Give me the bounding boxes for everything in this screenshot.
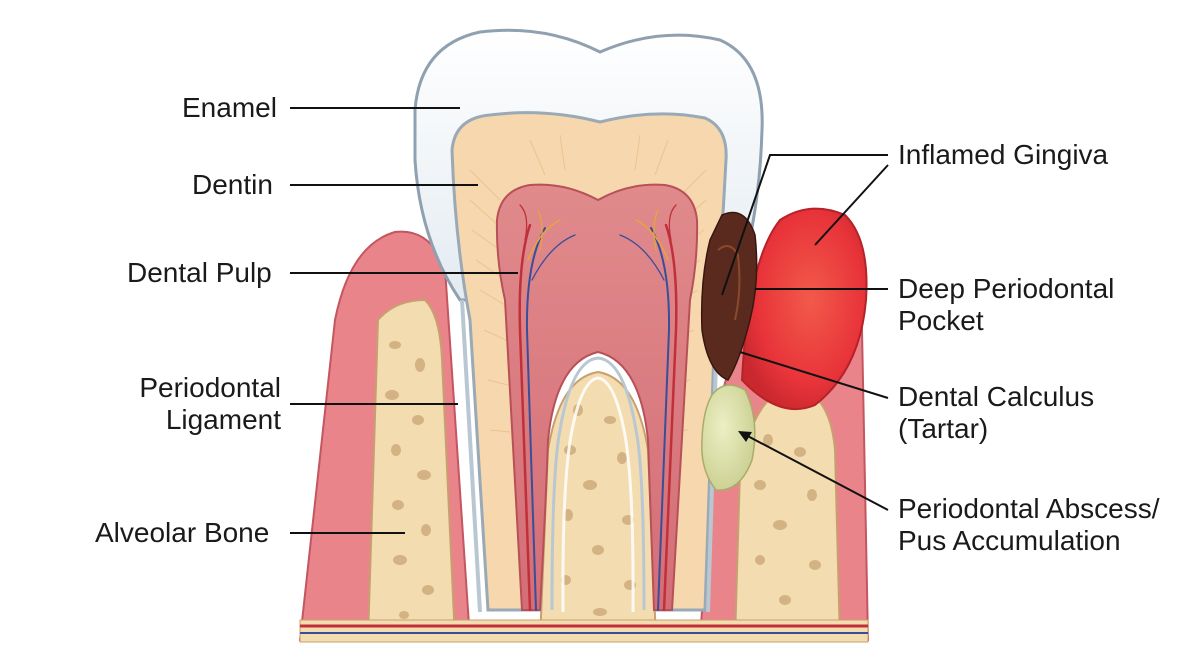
label-dental-calculus-line1: Dental Calculus [898, 381, 1095, 412]
label-inflamed-gingiva-text: Inflamed Gingiva [898, 139, 1109, 170]
bone-pores [385, 341, 821, 619]
leader-lines-right [721, 154, 889, 511]
periodontal-ligament-shape [460, 299, 482, 613]
label-dentin: Dentin [192, 169, 273, 201]
alveolar-bone-left [366, 298, 457, 641]
label-periodontal-ligament-line1: Periodontal [139, 372, 281, 403]
label-dentin-text: Dentin [192, 169, 273, 200]
label-dental-calculus: Dental Calculus (Tartar) [898, 381, 1094, 445]
inflamed-gingiva-shape [740, 207, 868, 411]
leader-dental-calculus [739, 351, 889, 399]
alveolar-bone-center [538, 370, 658, 641]
label-alveolar-bone: Alveolar Bone [95, 517, 269, 549]
label-deep-pocket-line1: Deep Periodontal [898, 273, 1115, 304]
label-periodontal-ligament-line2: Ligament [165, 404, 281, 435]
label-periodontal-ligament: Periodontal Ligament [128, 372, 281, 436]
base-band [299, 619, 869, 643]
ligament-inner-arch [550, 356, 646, 611]
deep-periodontal-pocket-shape [700, 211, 758, 381]
label-inflamed-gingiva: Inflamed Gingiva [898, 139, 1108, 171]
label-deep-periodontal-pocket: Deep Periodontal Pocket [898, 273, 1114, 337]
label-periodontal-abscess: Periodontal Abscess/ Pus Accumulation [898, 493, 1160, 557]
dental-pulp-shape [495, 183, 699, 611]
leader-abscess [741, 432, 889, 511]
label-abscess-line1: Periodontal Abscess/ [898, 493, 1160, 524]
label-enamel: Enamel [182, 92, 277, 124]
leader-abscess-arrowhead [738, 431, 752, 442]
root-inner-arch [561, 376, 635, 613]
label-enamel-text: Enamel [182, 92, 277, 123]
label-deep-pocket-line2: Pocket [898, 305, 984, 336]
label-dental-calculus-line2: (Tartar) [898, 413, 989, 444]
pocket-highlight [717, 245, 741, 321]
label-dental-pulp: Dental Pulp [127, 257, 272, 289]
leader-lines-left [290, 107, 518, 534]
label-alveolar-bone-text: Alveolar Bone [95, 517, 270, 548]
pulp-vessels [518, 204, 678, 612]
leader-inflamed-gingiva [721, 154, 888, 296]
dental-calculus-shape [701, 384, 756, 491]
leader-inflamed-gingiva-2 [814, 164, 889, 246]
label-abscess-line2: Pus Accumulation [898, 525, 1121, 556]
label-dental-pulp-text: Dental Pulp [127, 257, 272, 288]
